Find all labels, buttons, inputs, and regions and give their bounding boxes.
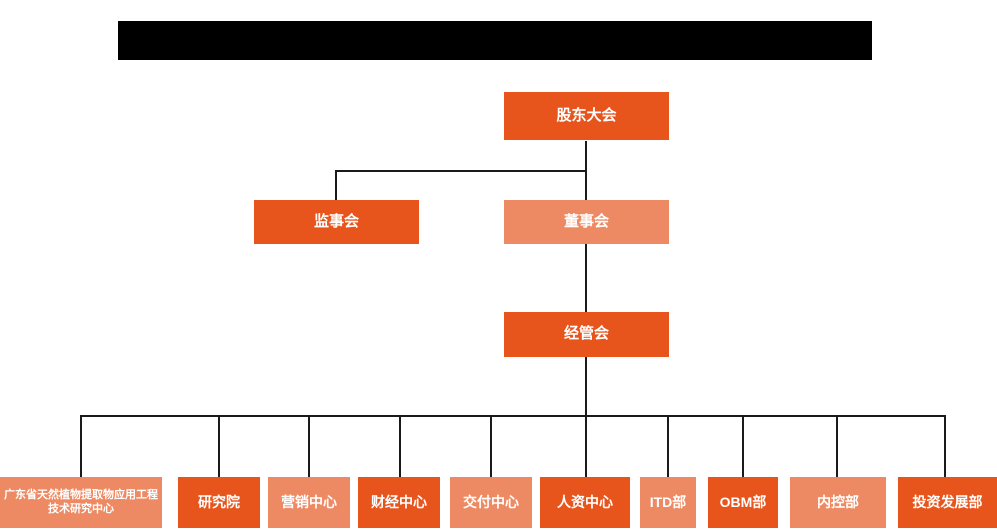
connector-drop-2	[218, 415, 220, 477]
connector-drop-5	[490, 415, 492, 477]
node-management-committee[interactable]: 经管会	[504, 312, 669, 357]
connector-drop-10	[944, 415, 946, 477]
department-box-research-center[interactable]: 广东省天然植物提取物应用工程技术研究中心	[0, 477, 162, 528]
department-box-finance-center[interactable]: 财经中心	[358, 477, 440, 528]
node-board-of-directors[interactable]: 董事会	[504, 200, 669, 244]
connector-drop-4	[399, 415, 401, 477]
department-box-obm[interactable]: OBM部	[708, 477, 778, 528]
connector-drop-6	[585, 415, 587, 477]
department-box-itd[interactable]: ITD部	[640, 477, 696, 528]
connector-to-board-of-directors	[585, 170, 587, 200]
department-box-investment-development[interactable]: 投资发展部	[898, 477, 997, 528]
connector-drop-9	[836, 415, 838, 477]
connector-department-bus	[81, 415, 945, 417]
department-box-internal-control[interactable]: 内控部	[790, 477, 886, 528]
connector-management-to-departments	[585, 357, 587, 416]
connector-to-board-of-supervisors	[335, 170, 337, 200]
connector-branch-bus-upper	[335, 170, 587, 172]
department-box-marketing-center[interactable]: 营销中心	[268, 477, 350, 528]
department-box-research-institute[interactable]: 研究院	[178, 477, 260, 528]
node-shareholders-meeting[interactable]: 股东大会	[504, 92, 669, 140]
connector-drop-3	[308, 415, 310, 477]
connector-shareholders-to-branch	[585, 141, 587, 171]
connector-drop-8	[742, 415, 744, 477]
redacted-title-bar	[118, 21, 872, 60]
department-box-hr-center[interactable]: 人资中心	[540, 477, 630, 528]
connector-drop-7	[667, 415, 669, 477]
connector-directors-to-management	[585, 242, 587, 312]
node-board-of-supervisors[interactable]: 监事会	[254, 200, 419, 244]
department-box-delivery-center[interactable]: 交付中心	[450, 477, 532, 528]
connector-drop-1	[80, 415, 82, 477]
